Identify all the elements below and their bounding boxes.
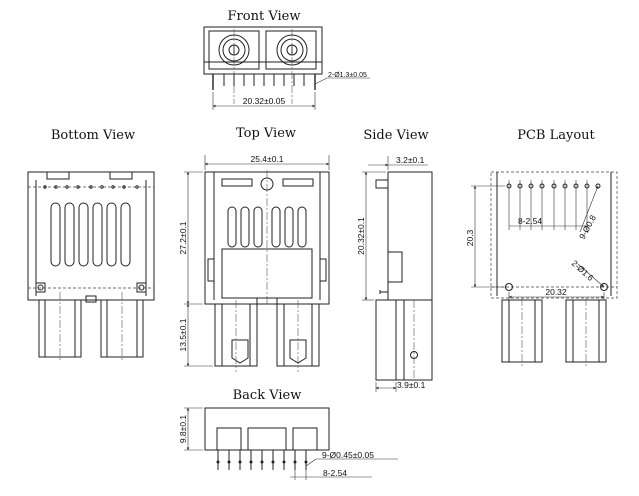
front-view-title: Front View (228, 9, 301, 24)
top-length-dimension: 27.2±0.1 (178, 221, 188, 254)
back-housing (204, 407, 330, 451)
pcb-holes-dimension: 9-Ø0.8 (577, 213, 598, 241)
back-pins (216, 450, 308, 470)
side-top-dimension: 3.2±0.1 (396, 155, 425, 165)
pcb-layout-title: PCB Layout (517, 128, 595, 143)
side-bottom-dimension: 3.9±0.1 (397, 380, 426, 390)
top-port-dimension: 13.5±0.1 (178, 318, 188, 351)
pcb-span-dimension: 20.32 (545, 287, 567, 297)
top-view: Top View 25.4±0.1 (178, 126, 330, 372)
bottom-slots (50, 202, 131, 267)
side-view-title: Side View (363, 128, 428, 143)
pcb-mount-dimension: 2-Ø1.6 (570, 258, 596, 283)
pcb-layout-view: PCB Layout 8-2.54 9-Ø0.8 2-Ø1.6 20.32 (465, 128, 618, 368)
front-width-dimension: 20.32±0.05 (243, 96, 286, 106)
back-height-dimension: 9.8±0.1 (178, 415, 188, 444)
back-pins-dimension: 9-Ø0.45±0.05 (322, 450, 374, 460)
side-view: Side View 3.2±0.1 20.32±0.1 3.9±0.1 (356, 128, 433, 392)
top-slots (227, 206, 307, 248)
side-housing (387, 171, 433, 301)
top-view-title: Top View (236, 126, 296, 141)
bottom-housing (27, 171, 155, 301)
pcb-height-dimension: 20.3 (465, 229, 475, 246)
bottom-view: Bottom View (27, 128, 155, 362)
back-view-title: Back View (233, 388, 302, 403)
pcb-pitch-dimension: 8-2.54 (518, 216, 542, 226)
front-view: Front View (203, 9, 370, 110)
top-width-dimension: 25.4±0.1 (250, 154, 283, 164)
front-housing (203, 26, 323, 75)
back-pitch-dimension: 8-2.54 (323, 468, 347, 478)
back-view: Back View 9.8±0.1 9-Ø0.45±0.05 8-2.54 (178, 388, 398, 480)
front-pins (212, 74, 316, 90)
side-height-dimension: 20.32±0.1 (356, 217, 366, 255)
pcb-pin-holes (506, 183, 601, 189)
bottom-view-title: Bottom View (51, 128, 135, 143)
front-pin-dimension: 2-Ø1.3±0.05 (328, 72, 367, 79)
